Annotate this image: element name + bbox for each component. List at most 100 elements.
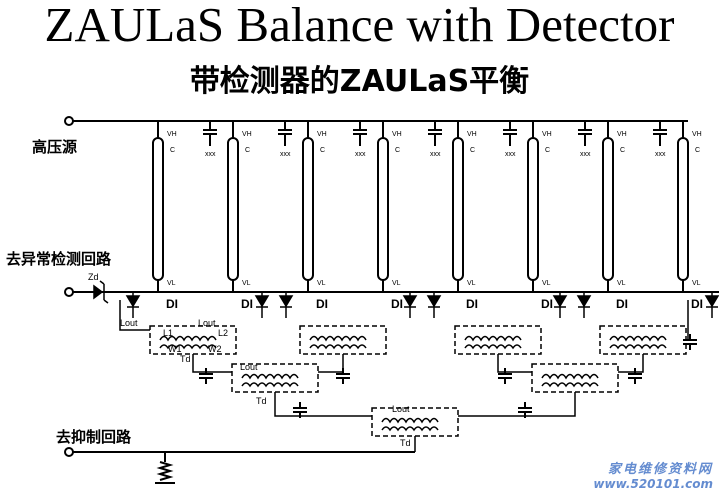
- vl-label: VL: [317, 280, 326, 287]
- lamp-unit: VH C VL DI xxx: [152, 121, 217, 311]
- suppress-label: 去抑制回路: [56, 428, 132, 446]
- ccfl-lamp: [602, 137, 614, 281]
- lamp-capacitor: [353, 121, 367, 146]
- ground-symbol: [155, 452, 175, 484]
- l2-label: L2: [218, 328, 228, 338]
- vl-label: VL: [542, 280, 551, 287]
- balance-coil-6: [531, 363, 619, 393]
- w1-label: W1: [168, 344, 182, 354]
- lamp-capacitor: [203, 121, 217, 146]
- vh-label: VH: [242, 131, 252, 138]
- c-label: C: [320, 147, 325, 154]
- detect-diode: [552, 292, 568, 318]
- lamp-capacitor: [578, 121, 592, 146]
- detect-terminal: [64, 287, 74, 297]
- c-label: C: [170, 147, 175, 154]
- detect-diode: [125, 292, 141, 318]
- c-label: C: [395, 147, 400, 154]
- td-label-3: Td: [400, 438, 411, 448]
- c-label: C: [695, 147, 700, 154]
- hv-terminal: [64, 116, 74, 126]
- lamp-capacitor: [428, 121, 442, 146]
- vl-label: VL: [617, 280, 626, 287]
- page-subtitle: 带检测器的ZAULaS平衡: [189, 64, 530, 99]
- vh-label: VH: [692, 131, 702, 138]
- c-label: C: [245, 147, 250, 154]
- watermark-url: www.520101.com: [593, 477, 713, 491]
- w2-label: W2: [208, 344, 222, 354]
- suppress-terminal: [64, 447, 74, 457]
- ccfl-lamp: [152, 137, 164, 281]
- cap-value: xxx: [430, 151, 441, 158]
- ccfl-lamp: [677, 137, 689, 281]
- zener-diode: [93, 280, 109, 304]
- td-label-2: Td: [256, 396, 267, 406]
- cap-value: xxx: [655, 151, 666, 158]
- cap-value: xxx: [280, 151, 291, 158]
- cap-value: xxx: [580, 151, 591, 158]
- diode-row: [125, 292, 719, 318]
- vl-label: VL: [692, 280, 701, 287]
- di-label: DI: [166, 297, 178, 311]
- cap-value: xxx: [505, 151, 516, 158]
- filter-capacitor: [498, 368, 512, 384]
- vh-label: VH: [167, 131, 177, 138]
- watermark-cn: 家电维修资料网: [607, 462, 713, 477]
- filter-capacitor: [293, 402, 307, 418]
- vl-label: VL: [467, 280, 476, 287]
- detect-diode: [426, 292, 442, 318]
- td-label-1: Td: [180, 354, 191, 364]
- balance-coil-2: [299, 325, 387, 355]
- filter-capacitor: [628, 368, 642, 384]
- balance-coil-4: [599, 325, 687, 355]
- vh-label: VH: [617, 131, 627, 138]
- detect-diode: [704, 292, 719, 318]
- cap-value: xxx: [205, 151, 216, 158]
- c-label: C: [470, 147, 475, 154]
- detect-diode: [576, 292, 592, 318]
- vl-label: VL: [392, 280, 401, 287]
- abnormal-detect-label: 去异常检测回路: [6, 250, 112, 268]
- high-voltage-label: 高压源: [32, 138, 77, 156]
- vl-label: VL: [167, 280, 176, 287]
- lout-label-3: Lout: [240, 362, 258, 372]
- vh-label: VH: [317, 131, 327, 138]
- lamp-capacitor: [503, 121, 517, 146]
- l1-label: L1: [163, 328, 173, 338]
- lout-label-1: Lout: [120, 318, 138, 328]
- cap-value: xxx: [355, 151, 366, 158]
- lamp-capacitor: [653, 121, 667, 146]
- lamp-capacitor: [278, 121, 292, 146]
- lout-label-4: Lout: [392, 404, 410, 414]
- di-label: DI: [616, 297, 628, 311]
- detect-diode: [278, 292, 294, 318]
- filter-caps: [199, 334, 697, 418]
- ccfl-lamp: [527, 137, 539, 281]
- vh-label: VH: [392, 131, 402, 138]
- balance-coil-3: [454, 325, 542, 355]
- vh-label: VH: [542, 131, 552, 138]
- coil-wiring: [119, 300, 689, 452]
- filter-capacitor: [336, 368, 350, 384]
- watermark: 家电维修资料网 www.520101.com: [593, 458, 713, 491]
- filter-capacitor: [683, 334, 697, 350]
- ccfl-lamp: [227, 137, 239, 281]
- page-title: ZAULaS Balance with Detector: [44, 0, 675, 52]
- di-label: DI: [316, 297, 328, 311]
- lamp-array: VH C VL DI xxx VH C VL DI xxx VH C VL DI xxx VH C VL DI xxx…: [152, 121, 703, 311]
- ccfl-lamp: [377, 137, 389, 281]
- di-label: DI: [691, 297, 703, 311]
- c-label: C: [545, 147, 550, 154]
- lout-label-2: Lout: [198, 318, 216, 328]
- zd-label: Zd: [88, 272, 99, 282]
- di-label: DI: [541, 297, 553, 311]
- vl-label: VL: [242, 280, 251, 287]
- vh-label: VH: [467, 131, 477, 138]
- balance-coil-7: [371, 407, 459, 437]
